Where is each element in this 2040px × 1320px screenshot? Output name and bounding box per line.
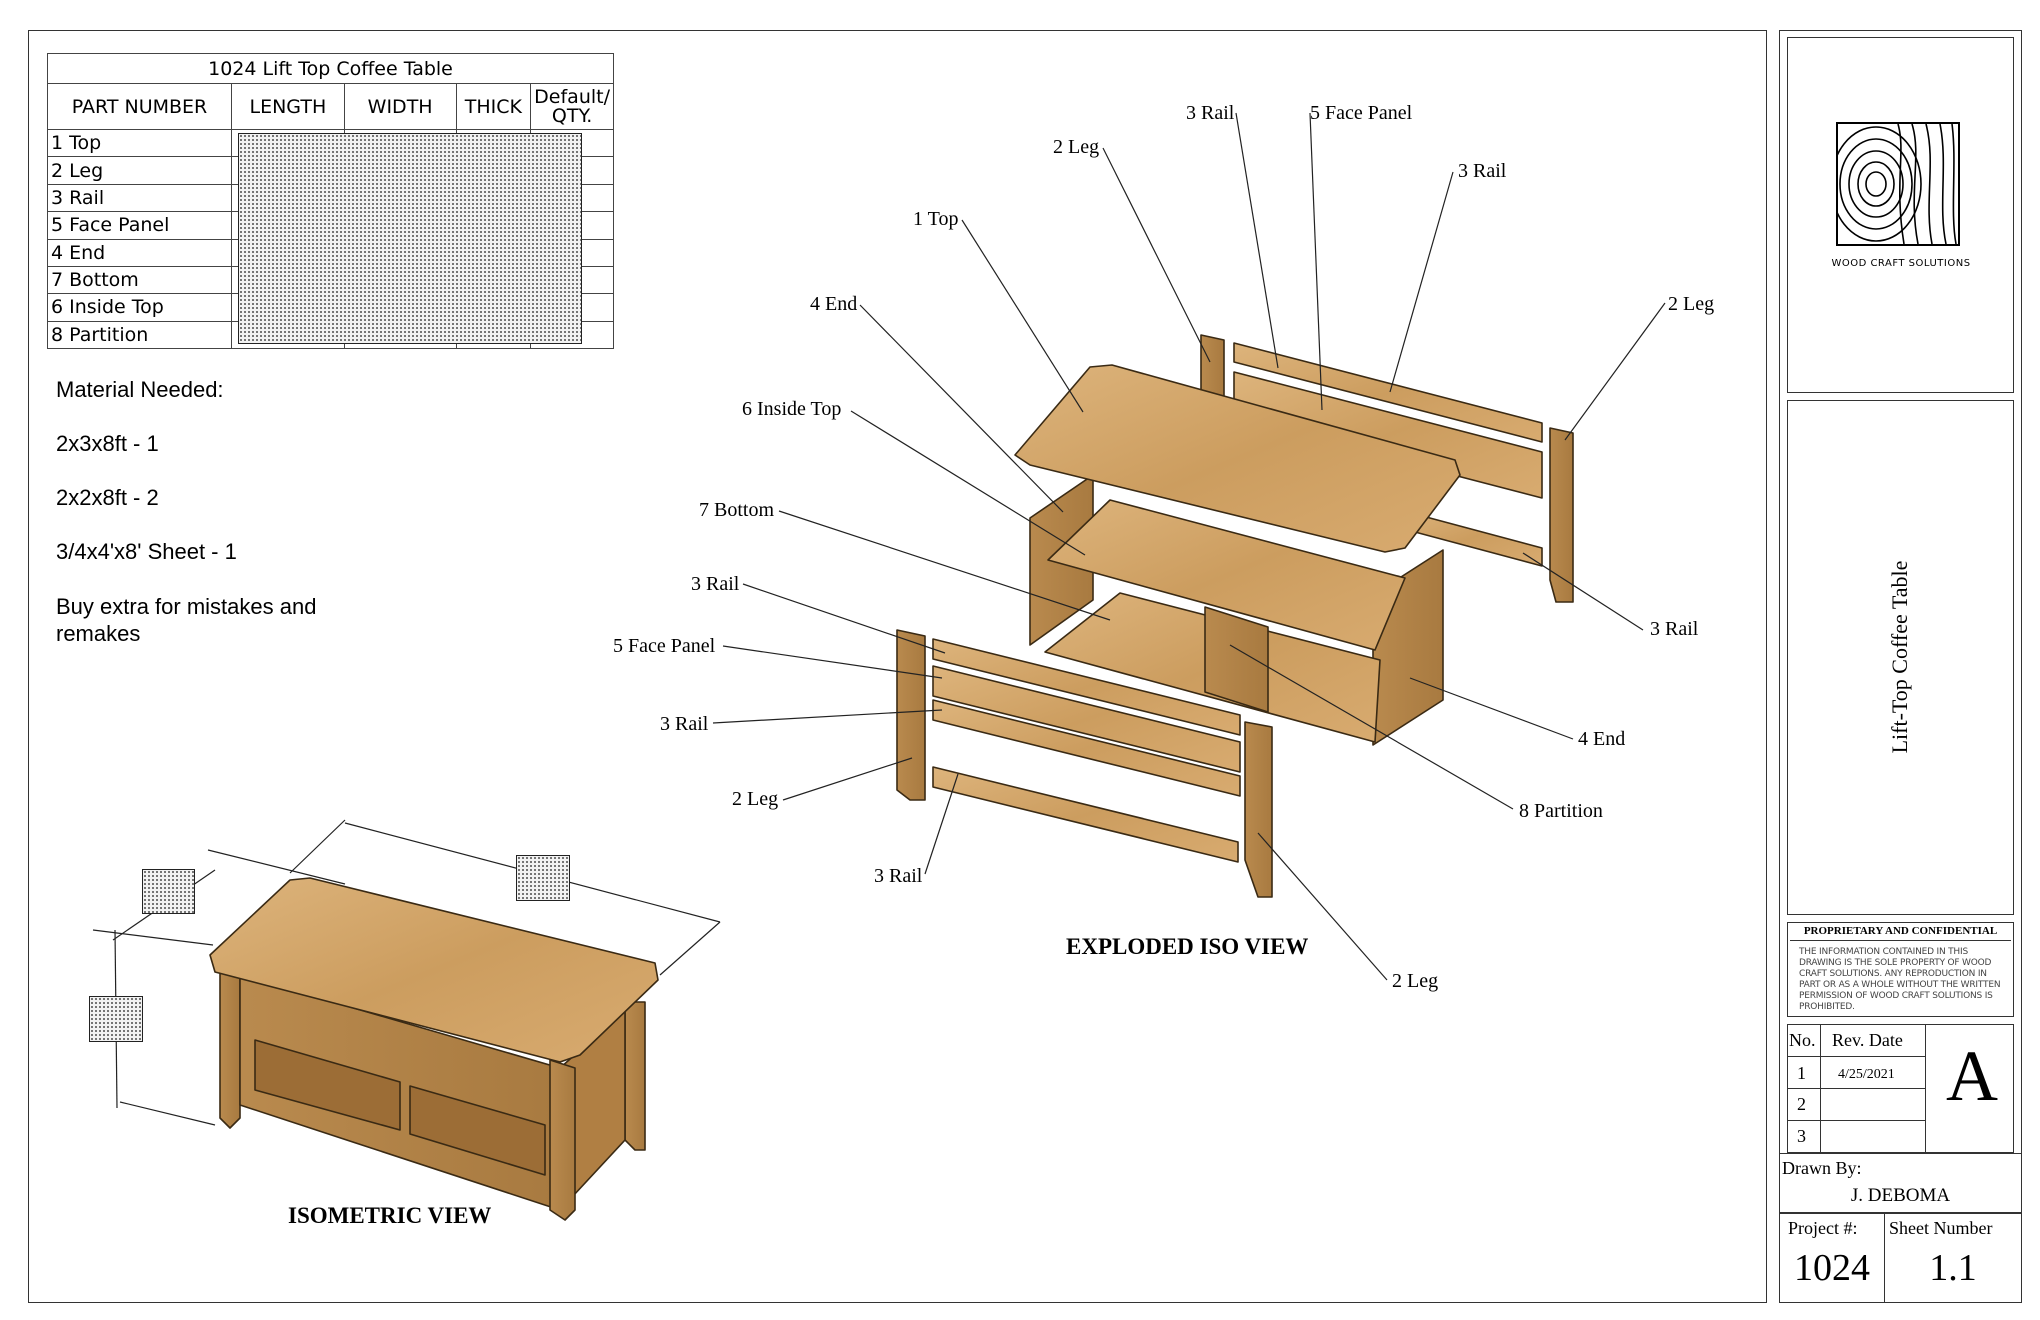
sheet-number-cell xyxy=(1884,1213,2022,1303)
drawing-title: Lift-Top Coffee Table xyxy=(1887,560,1912,754)
isometric-table xyxy=(209,877,659,1221)
callout-leg: 2 Leg xyxy=(1053,136,1100,158)
cut-list-table: 1024 Lift Top Coffee Table PART NUMBER L… xyxy=(46,53,614,350)
top-panel xyxy=(1014,364,1461,553)
proprietary-text: THE INFORMATION CONTAINED IN THIS DRAWIN… xyxy=(1799,947,2001,1012)
redacted-dimensions-block xyxy=(238,133,582,344)
rev-no: 2 xyxy=(1797,1094,1806,1114)
front-top-rail xyxy=(932,638,1241,736)
part-row-label: 4 End xyxy=(46,238,233,267)
dimension-placeholder xyxy=(89,996,143,1042)
exploded-leader-lines xyxy=(712,112,1666,981)
project-label: Project #: xyxy=(1788,1218,1858,1238)
drawn-by-panel xyxy=(1779,1153,2022,1213)
callout-rail: 3 Rail xyxy=(1650,618,1699,640)
callout-end: 4 End xyxy=(1578,728,1626,750)
part-row-label: 8 Partition xyxy=(46,320,233,350)
header-qty: Default/ QTY. xyxy=(530,83,614,130)
rev-no: 1 xyxy=(1797,1063,1806,1083)
callout-rail: 3 Rail xyxy=(660,713,709,735)
callout-face-panel: 5 Face Panel xyxy=(1310,102,1413,124)
back-top-rail xyxy=(1233,342,1543,443)
callout-top: 1 Top xyxy=(913,208,959,230)
callout-leg: 2 Leg xyxy=(1392,970,1439,992)
callout-partition: 8 Partition xyxy=(1519,800,1603,822)
revision-letter: A xyxy=(1946,1036,1998,1116)
drawing-title-panel xyxy=(1787,400,2014,915)
front-left-leg xyxy=(896,629,926,801)
dimension-placeholder xyxy=(142,869,195,914)
partition-panel xyxy=(1204,606,1269,713)
back-right-leg xyxy=(1549,427,1574,603)
front-bottom-rail xyxy=(932,766,1239,863)
iso-top xyxy=(209,877,659,1063)
material-heading: Material Needed: xyxy=(56,377,224,402)
rev-no: 3 xyxy=(1797,1126,1806,1146)
callout-rail: 3 Rail xyxy=(874,865,923,887)
callout-bottom: 7 Bottom xyxy=(699,499,775,521)
isometric-view-title: ISOMETRIC VIEW xyxy=(288,1203,492,1228)
material-item: 2x3x8ft - 1 xyxy=(56,431,159,456)
sheet-label: Sheet Number xyxy=(1889,1218,1993,1238)
part-row-label: 7 Bottom xyxy=(46,265,233,295)
drawn-by-name: J. DEBOMA xyxy=(1850,1185,1951,1206)
rev-header-no: No. xyxy=(1789,1030,1816,1050)
drawn-by-label: Drawn By: xyxy=(1782,1158,1862,1178)
callout-end: 4 End xyxy=(810,293,858,315)
rev-header-date: Rev. Date xyxy=(1832,1030,1903,1050)
callout-rail: 3 Rail xyxy=(1458,160,1507,182)
iso-front-leg xyxy=(549,1059,576,1221)
iso-shelf-opening-right xyxy=(409,1085,546,1176)
callout-rail: 3 Rail xyxy=(1186,102,1235,124)
iso-shelf-opening-left xyxy=(254,1039,401,1131)
project-number: 1024 xyxy=(1794,1247,1870,1289)
iso-left-leg xyxy=(219,964,241,1129)
material-item: 3/4x4'x8' Sheet - 1 xyxy=(56,539,237,564)
callout-inside-top: 6 Inside Top xyxy=(742,398,842,420)
part-row-label: 1 Top xyxy=(46,128,233,158)
wood-rings-logo-icon xyxy=(1836,122,1960,246)
inside-top-panel xyxy=(1047,499,1406,651)
callout-leg: 2 Leg xyxy=(732,788,779,810)
part-row-label: 6 Inside Top xyxy=(46,293,233,322)
callout-rail: 3 Rail xyxy=(691,573,740,595)
sheet-number: 1.1 xyxy=(1929,1247,1977,1289)
iso-right-rear-leg xyxy=(624,1001,646,1151)
exploded-view-title: EXPLODED ISO VIEW xyxy=(1066,934,1309,959)
logo-panel xyxy=(1787,37,2014,393)
proprietary-heading: PROPRIETARY AND CONFIDENTIAL xyxy=(1790,925,2011,941)
rev-date: 4/25/2021 xyxy=(1838,1067,1895,1082)
header-part-number: PART NUMBER xyxy=(46,83,233,130)
front-right-leg xyxy=(1244,721,1273,898)
front-face-panel xyxy=(932,665,1241,773)
drawing-border xyxy=(28,30,1767,1303)
material-note: Buy extra for mistakes and remakes xyxy=(56,594,317,646)
callout-leg: 2 Leg xyxy=(1668,293,1715,315)
proprietary-panel xyxy=(1787,922,2014,1017)
front-mid-rail xyxy=(932,699,1241,797)
part-row-label: 5 Face Panel xyxy=(46,211,233,240)
company-name: WOOD CRAFT SOLUTIONS xyxy=(1831,258,1971,269)
callout-face-panel: 5 Face Panel xyxy=(613,635,716,657)
material-item: 2x2x8ft - 2 xyxy=(56,485,159,510)
header-width: WIDTH xyxy=(343,83,457,130)
dimension-placeholder xyxy=(516,855,570,901)
